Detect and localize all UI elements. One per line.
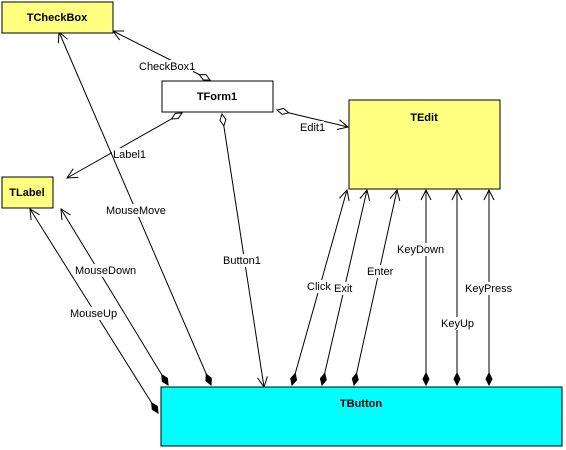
edge-label-mouseup: MouseUp [70,308,117,320]
edge-label-edit1: Edit1 [300,122,325,134]
edge-mouseup: MouseUp [30,209,158,413]
edge-edit1: Edit1 [277,110,348,134]
edge-checkbox1: CheckBox1 [113,31,210,80]
edge-label-keydown: KeyDown [397,244,444,256]
edge-label-label1: Label1 [113,149,146,161]
class-box-title: TForm1 [197,91,237,103]
edge-exit: Exit [322,190,367,385]
edge-label-keyup: KeyUp [441,318,474,330]
edge-label-button1: Button1 [223,255,261,267]
edge-label-checkbox1: CheckBox1 [139,61,195,73]
edge-button1: Button1 [222,114,264,387]
edge-keyup: KeyUp [440,190,474,385]
edge-label-mousedown: MouseDown [75,265,136,277]
edge-keypress: KeyPress [464,190,514,385]
class-box-tlabel[interactable]: TLabel [1,176,54,209]
edge-label-mousemove: MouseMove [106,205,166,217]
edge-mousedown: MouseDown [61,209,168,385]
edge-label-click: Click [307,281,331,293]
edge-label-enter: Enter [367,266,394,278]
edge-keydown: KeyDown [396,190,448,385]
class-box-tbutton[interactable]: TButton [160,386,563,447]
edge-enter: Enter [354,190,397,385]
class-box-title: TButton [340,398,382,410]
edge-label-keypress: KeyPress [465,283,513,295]
edge-label-exit: Exit [334,283,352,295]
class-box-tcheckbox[interactable]: TCheckBox [1,1,114,34]
class-box-title: TCheckBox [27,12,88,24]
class-box-title: TEdit [410,112,438,124]
class-box-title: TLabel [9,187,44,199]
class-box-tedit[interactable]: TEdit [348,99,501,190]
class-box-tform1[interactable]: TForm1 [161,80,274,113]
edge-label1: Label1 [67,113,182,178]
